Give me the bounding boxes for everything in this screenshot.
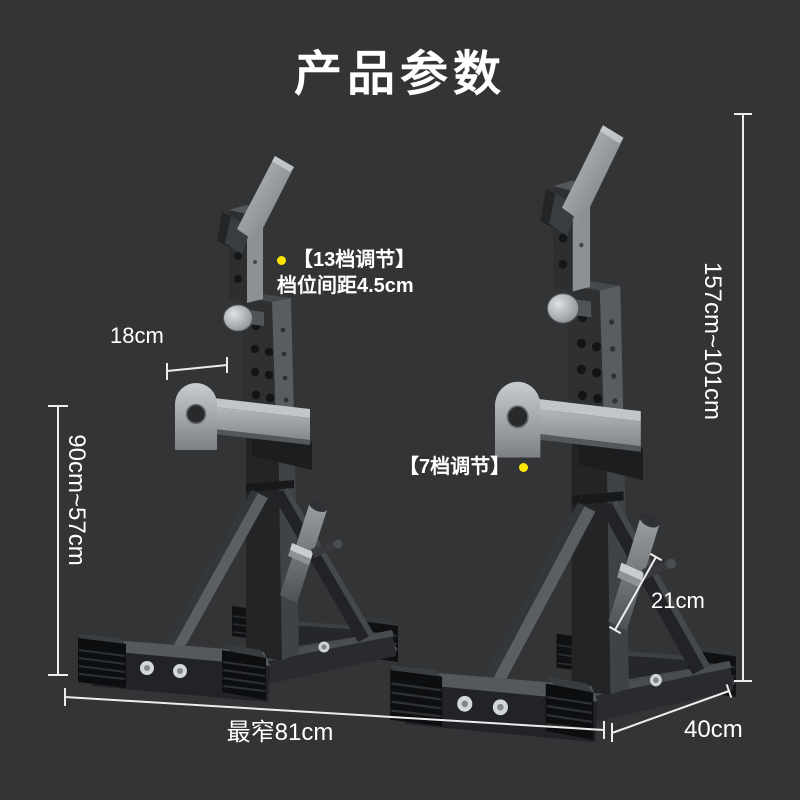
annotation-7-gear: 【7档调节】 (399, 454, 529, 480)
dim-label-height-right: 157cm~101cm (699, 261, 726, 421)
dim-label-height-left: 90cm~57cm (63, 434, 90, 566)
dim-line-depth-40cm (611, 684, 733, 742)
dim-line-height-right (734, 113, 752, 682)
dim-label-min-width: 最窄81cm (226, 719, 334, 746)
page-title: 产品参数 (293, 48, 506, 101)
annotation-7-gear-label: 【7档调节】 (399, 456, 511, 478)
annotation-13-gear-detail: 档位间距4.5cm (277, 275, 414, 297)
adjustment-knob (223, 304, 264, 332)
yellow-dot-7-gear-icon (519, 462, 529, 472)
adjustment-holes (250, 321, 275, 418)
dim-line-18cm (166, 357, 228, 380)
dim-label-21cm: 21cm (651, 588, 705, 613)
lower-column (246, 412, 299, 660)
j-hook (217, 156, 294, 254)
front-rail-bolts (140, 661, 187, 678)
dim-label-depth: 40cm (684, 716, 743, 743)
front-left-foot (78, 634, 126, 688)
annotation-13-gear: 【13档调节】 档位间距4.5cm (277, 247, 415, 299)
dim-line-height-left (48, 405, 68, 676)
annotation-13-gear-label: 【13档调节】 (293, 249, 416, 271)
dim-label-18cm: 18cm (110, 323, 164, 348)
squat-rack-left (78, 156, 398, 702)
support-struts (166, 488, 374, 652)
barbell-support-arm (175, 383, 312, 470)
yellow-dot-13-gear-icon (277, 255, 286, 265)
plate-storage-post (280, 500, 343, 603)
adjustment-sleeve (242, 294, 294, 424)
dim-line-21cm (608, 552, 663, 635)
front-right-foot (222, 644, 266, 700)
squat-rack-right (389, 124, 737, 744)
collar-clamp (290, 543, 313, 559)
dim-line-width-81cm (64, 688, 605, 739)
